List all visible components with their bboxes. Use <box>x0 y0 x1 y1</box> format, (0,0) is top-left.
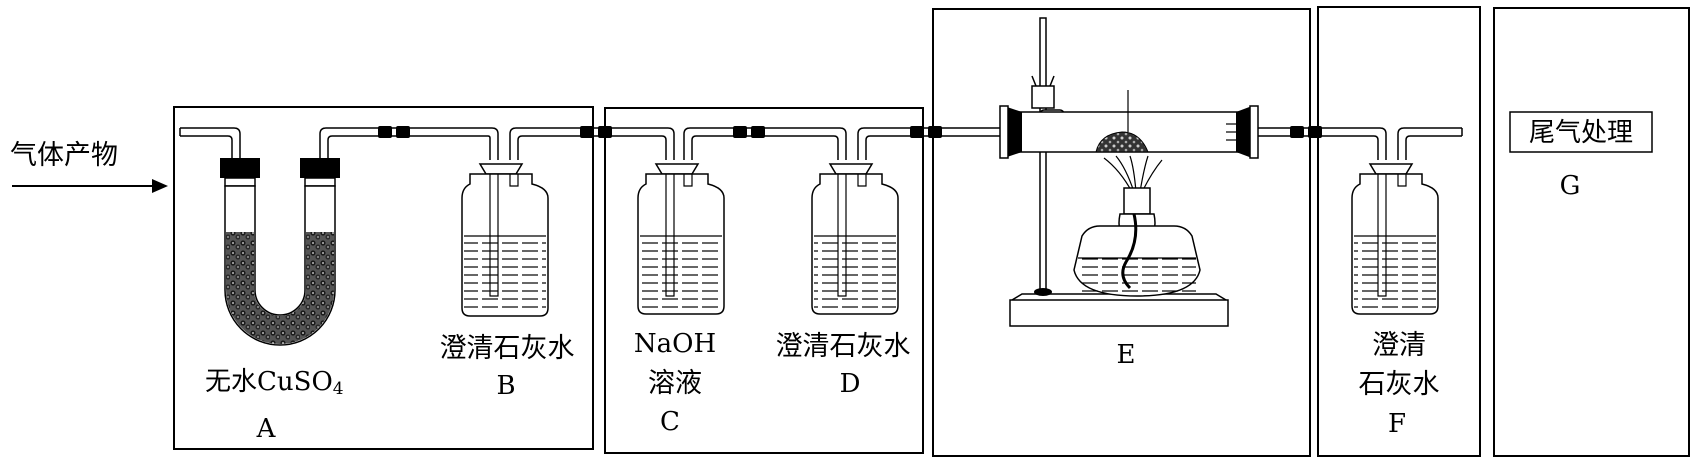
label-c: C <box>660 407 680 437</box>
label-f: F <box>1388 409 1406 439</box>
box-e <box>932 8 1311 457</box>
label-b: B <box>496 371 515 401</box>
label-a: A <box>256 414 277 444</box>
tube-connectors <box>378 126 1322 138</box>
reagent-f-line2: 石灰水 <box>1359 369 1440 400</box>
bottle-c <box>637 163 725 315</box>
box-a-b <box>173 106 594 450</box>
input-label: 气体产物 <box>10 140 118 171</box>
exhaust-label: 尾气处理 <box>1529 118 1633 148</box>
reagent-a: 无水CuSO4 <box>205 367 344 399</box>
reagent-b: 澄清石灰水 <box>440 333 575 364</box>
label-e: E <box>1117 340 1136 370</box>
u-tube-a <box>220 158 340 346</box>
label-d: D <box>840 369 861 399</box>
reagent-d: 澄清石灰水 <box>776 331 911 362</box>
apparatus-e <box>999 17 1259 327</box>
reagent-f-line1: 澄清 <box>1372 330 1426 361</box>
input-arrow <box>12 179 168 193</box>
reagent-a-subscript: 4 <box>333 379 344 399</box>
bottle-b <box>461 163 549 317</box>
box-c-d <box>604 107 924 454</box>
reagent-a-text: 无水CuSO <box>205 367 333 397</box>
box-g <box>1493 7 1690 457</box>
bottle-f <box>1351 163 1439 315</box>
label-g: G <box>1560 171 1581 201</box>
box-f <box>1317 6 1481 457</box>
exhaust-box <box>1509 111 1653 153</box>
reagent-c-line1: NaOH <box>634 329 716 359</box>
reagent-c-line2: 溶液 <box>648 368 702 399</box>
bottle-d <box>811 163 899 315</box>
connecting-tubes <box>179 127 1463 160</box>
